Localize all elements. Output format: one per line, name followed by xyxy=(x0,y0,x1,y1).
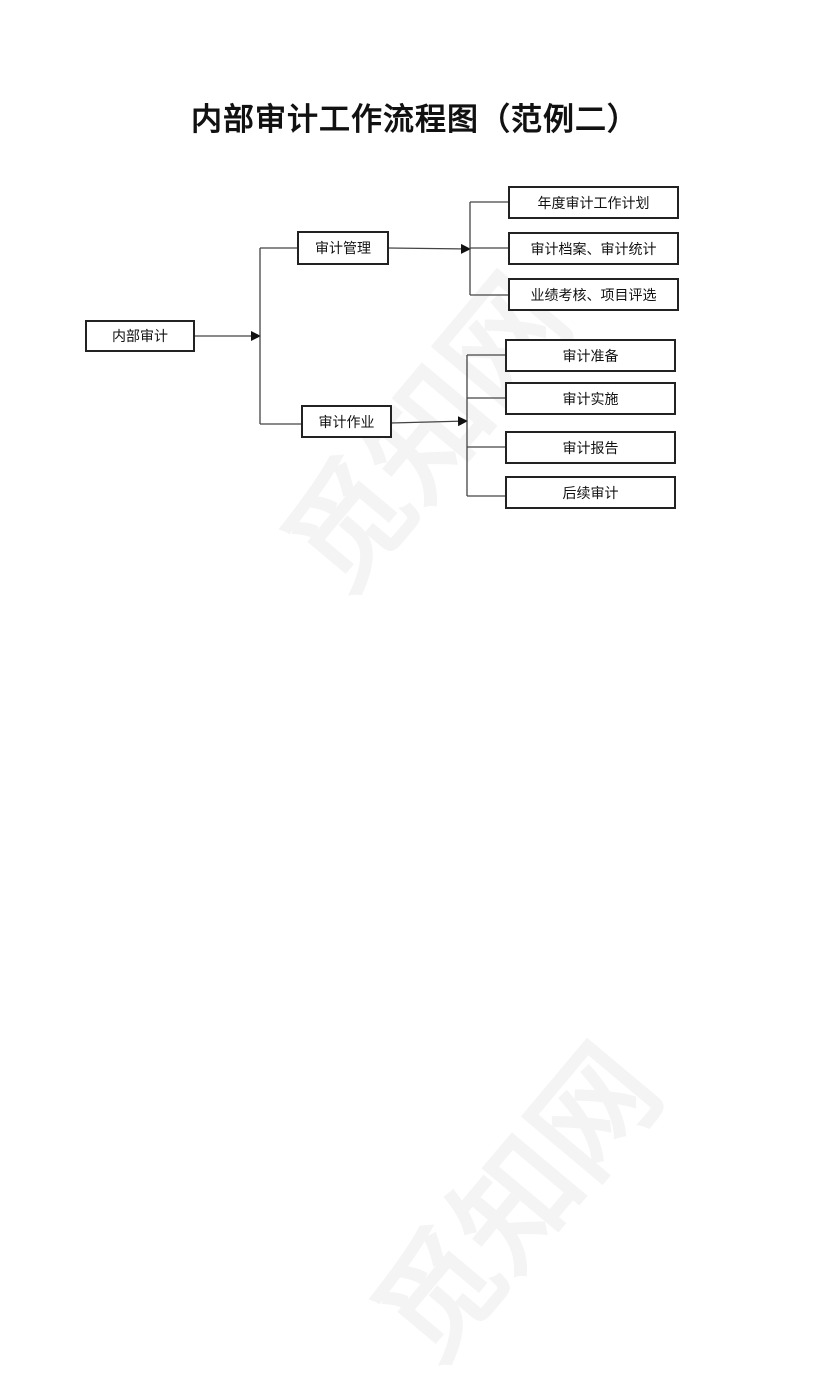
branch1-arrow xyxy=(387,243,471,254)
node-annual-audit-plan: 年度审计工作计划 xyxy=(508,186,679,219)
connector-lines xyxy=(194,201,509,497)
branch2-arrow xyxy=(390,416,468,427)
node-internal-audit: 内部审计 xyxy=(85,320,195,352)
node-audit-preparation: 审计准备 xyxy=(505,339,676,372)
node-follow-up-audit: 后续审计 xyxy=(505,476,676,509)
node-audit-management: 审计管理 xyxy=(297,231,389,265)
node-audit-archive-statistics: 审计档案、审计统计 xyxy=(508,232,679,265)
node-performance-evaluation: 业绩考核、项目评选 xyxy=(508,278,679,311)
page-title: 内部审计工作流程图（范例二） xyxy=(191,102,639,138)
node-audit-operations: 审计作业 xyxy=(301,405,392,438)
node-audit-report: 审计报告 xyxy=(505,431,676,464)
node-audit-implementation: 审计实施 xyxy=(505,382,676,415)
